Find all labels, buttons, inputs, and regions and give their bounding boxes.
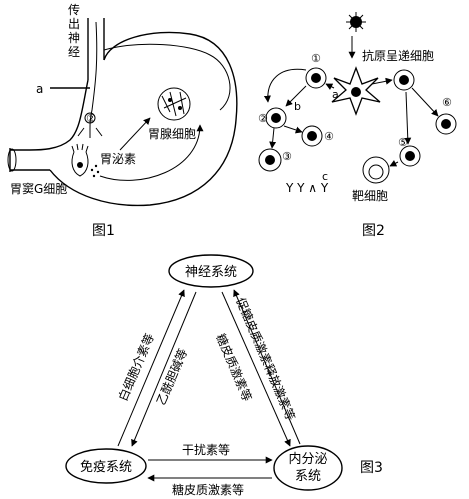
label-endocrine-line2: 系统 bbox=[295, 469, 321, 484]
arrow-b bbox=[285, 85, 307, 107]
label-target: 靶细胞 bbox=[352, 189, 388, 203]
figure3-systems-diagram: 神经系统 免疫系统 内分泌 系统 图3 白细胞介素等 乙酰胆碱等 促糖皮质激素释… bbox=[65, 254, 383, 497]
edge-label-leukocyte: 白细胞介素等 bbox=[115, 331, 157, 403]
label-n2: ② bbox=[258, 112, 268, 125]
node-immune-system bbox=[65, 448, 147, 484]
label-gastric-gland: 胃腺细胞 bbox=[148, 127, 196, 141]
label-n1: ① bbox=[311, 52, 321, 65]
label-antrum-g-cell: 胃窦G细胞 bbox=[10, 182, 67, 196]
label-n3: ③ bbox=[282, 150, 292, 163]
caption-figure2: 图2 bbox=[362, 223, 385, 239]
arrow-nervous-to-endocrine bbox=[221, 291, 291, 447]
g-cell bbox=[71, 143, 100, 178]
label-gastrin: 胃泌素 bbox=[100, 152, 136, 166]
caption-figure3: 图3 bbox=[360, 460, 383, 476]
node-endocrine-system bbox=[273, 445, 343, 491]
edge-label-interferon: 干扰素等 bbox=[182, 443, 230, 457]
arrow-immune-to-nervous bbox=[117, 289, 185, 447]
caption-figure1: 图1 bbox=[92, 223, 115, 239]
arrow-1-to-2 bbox=[263, 68, 307, 103]
cell-effector-top bbox=[393, 69, 415, 91]
cell-4 bbox=[301, 125, 323, 147]
arrow-nervous-to-immune bbox=[131, 291, 197, 447]
label-b: b bbox=[294, 100, 301, 113]
label-n6: ⑥ bbox=[442, 96, 452, 109]
label-apc: 抗原呈递细胞 bbox=[362, 48, 434, 63]
edge-label-glucocorticoid-left: 糖皮质激素等 bbox=[213, 331, 255, 403]
secretion-arrow bbox=[119, 117, 151, 151]
synapse-circle-2 bbox=[84, 112, 96, 124]
nerve-loop bbox=[103, 43, 231, 111]
label-c: c bbox=[322, 170, 328, 183]
antibodies-glyphs: Y Y ∧ Y bbox=[285, 181, 329, 195]
cell-1 bbox=[305, 67, 327, 89]
hormone-loop bbox=[99, 124, 204, 181]
edge-label-acetylcholine: 乙酰胆碱等 bbox=[154, 346, 190, 407]
gastric-gland-cluster bbox=[157, 87, 191, 121]
cell-3 bbox=[258, 148, 282, 172]
figure1-stomach-diagram: ② a 胃腺细胞 胃泌素 胃窦G细胞 传出神经 图1 bbox=[7, 2, 238, 239]
label-n4: ④ bbox=[324, 130, 334, 143]
target-cell bbox=[362, 156, 390, 184]
esophagus bbox=[87, 18, 105, 80]
node-nervous-system bbox=[168, 254, 254, 288]
label-n5: ⑤ bbox=[398, 136, 408, 149]
antigen-particle bbox=[346, 12, 366, 32]
stomach-outline bbox=[49, 31, 238, 207]
apc-star bbox=[331, 66, 381, 116]
label-circle-2: ② bbox=[86, 112, 96, 125]
label-a2: a bbox=[332, 88, 339, 101]
stomach-inner-curve bbox=[29, 79, 89, 151]
cell-2 bbox=[265, 107, 287, 129]
edge-label-glucocorticoid-bottom: 糖皮质激素等 bbox=[172, 482, 244, 497]
cell-6 bbox=[435, 113, 457, 135]
label-a: a bbox=[36, 82, 43, 96]
label-immune-system: 免疫系统 bbox=[80, 459, 132, 475]
arrow-endocrine-to-nervous bbox=[233, 289, 301, 445]
label-nervous-system: 神经系统 bbox=[185, 265, 237, 280]
cell-5 bbox=[399, 145, 421, 167]
label-efferent-nerve: 传出神经 bbox=[68, 2, 80, 59]
figure2-immune-diagram: 抗原呈递细胞 ① a ② b ④ ③ Y Y ∧ Y c ⑥ bbox=[258, 12, 457, 239]
duodenum-end bbox=[7, 148, 17, 172]
neuron-terminal bbox=[77, 127, 103, 138]
edge-label-crh: 促糖皮质激素释放激素等 bbox=[233, 295, 298, 422]
label-endocrine-line1: 内分泌 bbox=[288, 451, 327, 467]
